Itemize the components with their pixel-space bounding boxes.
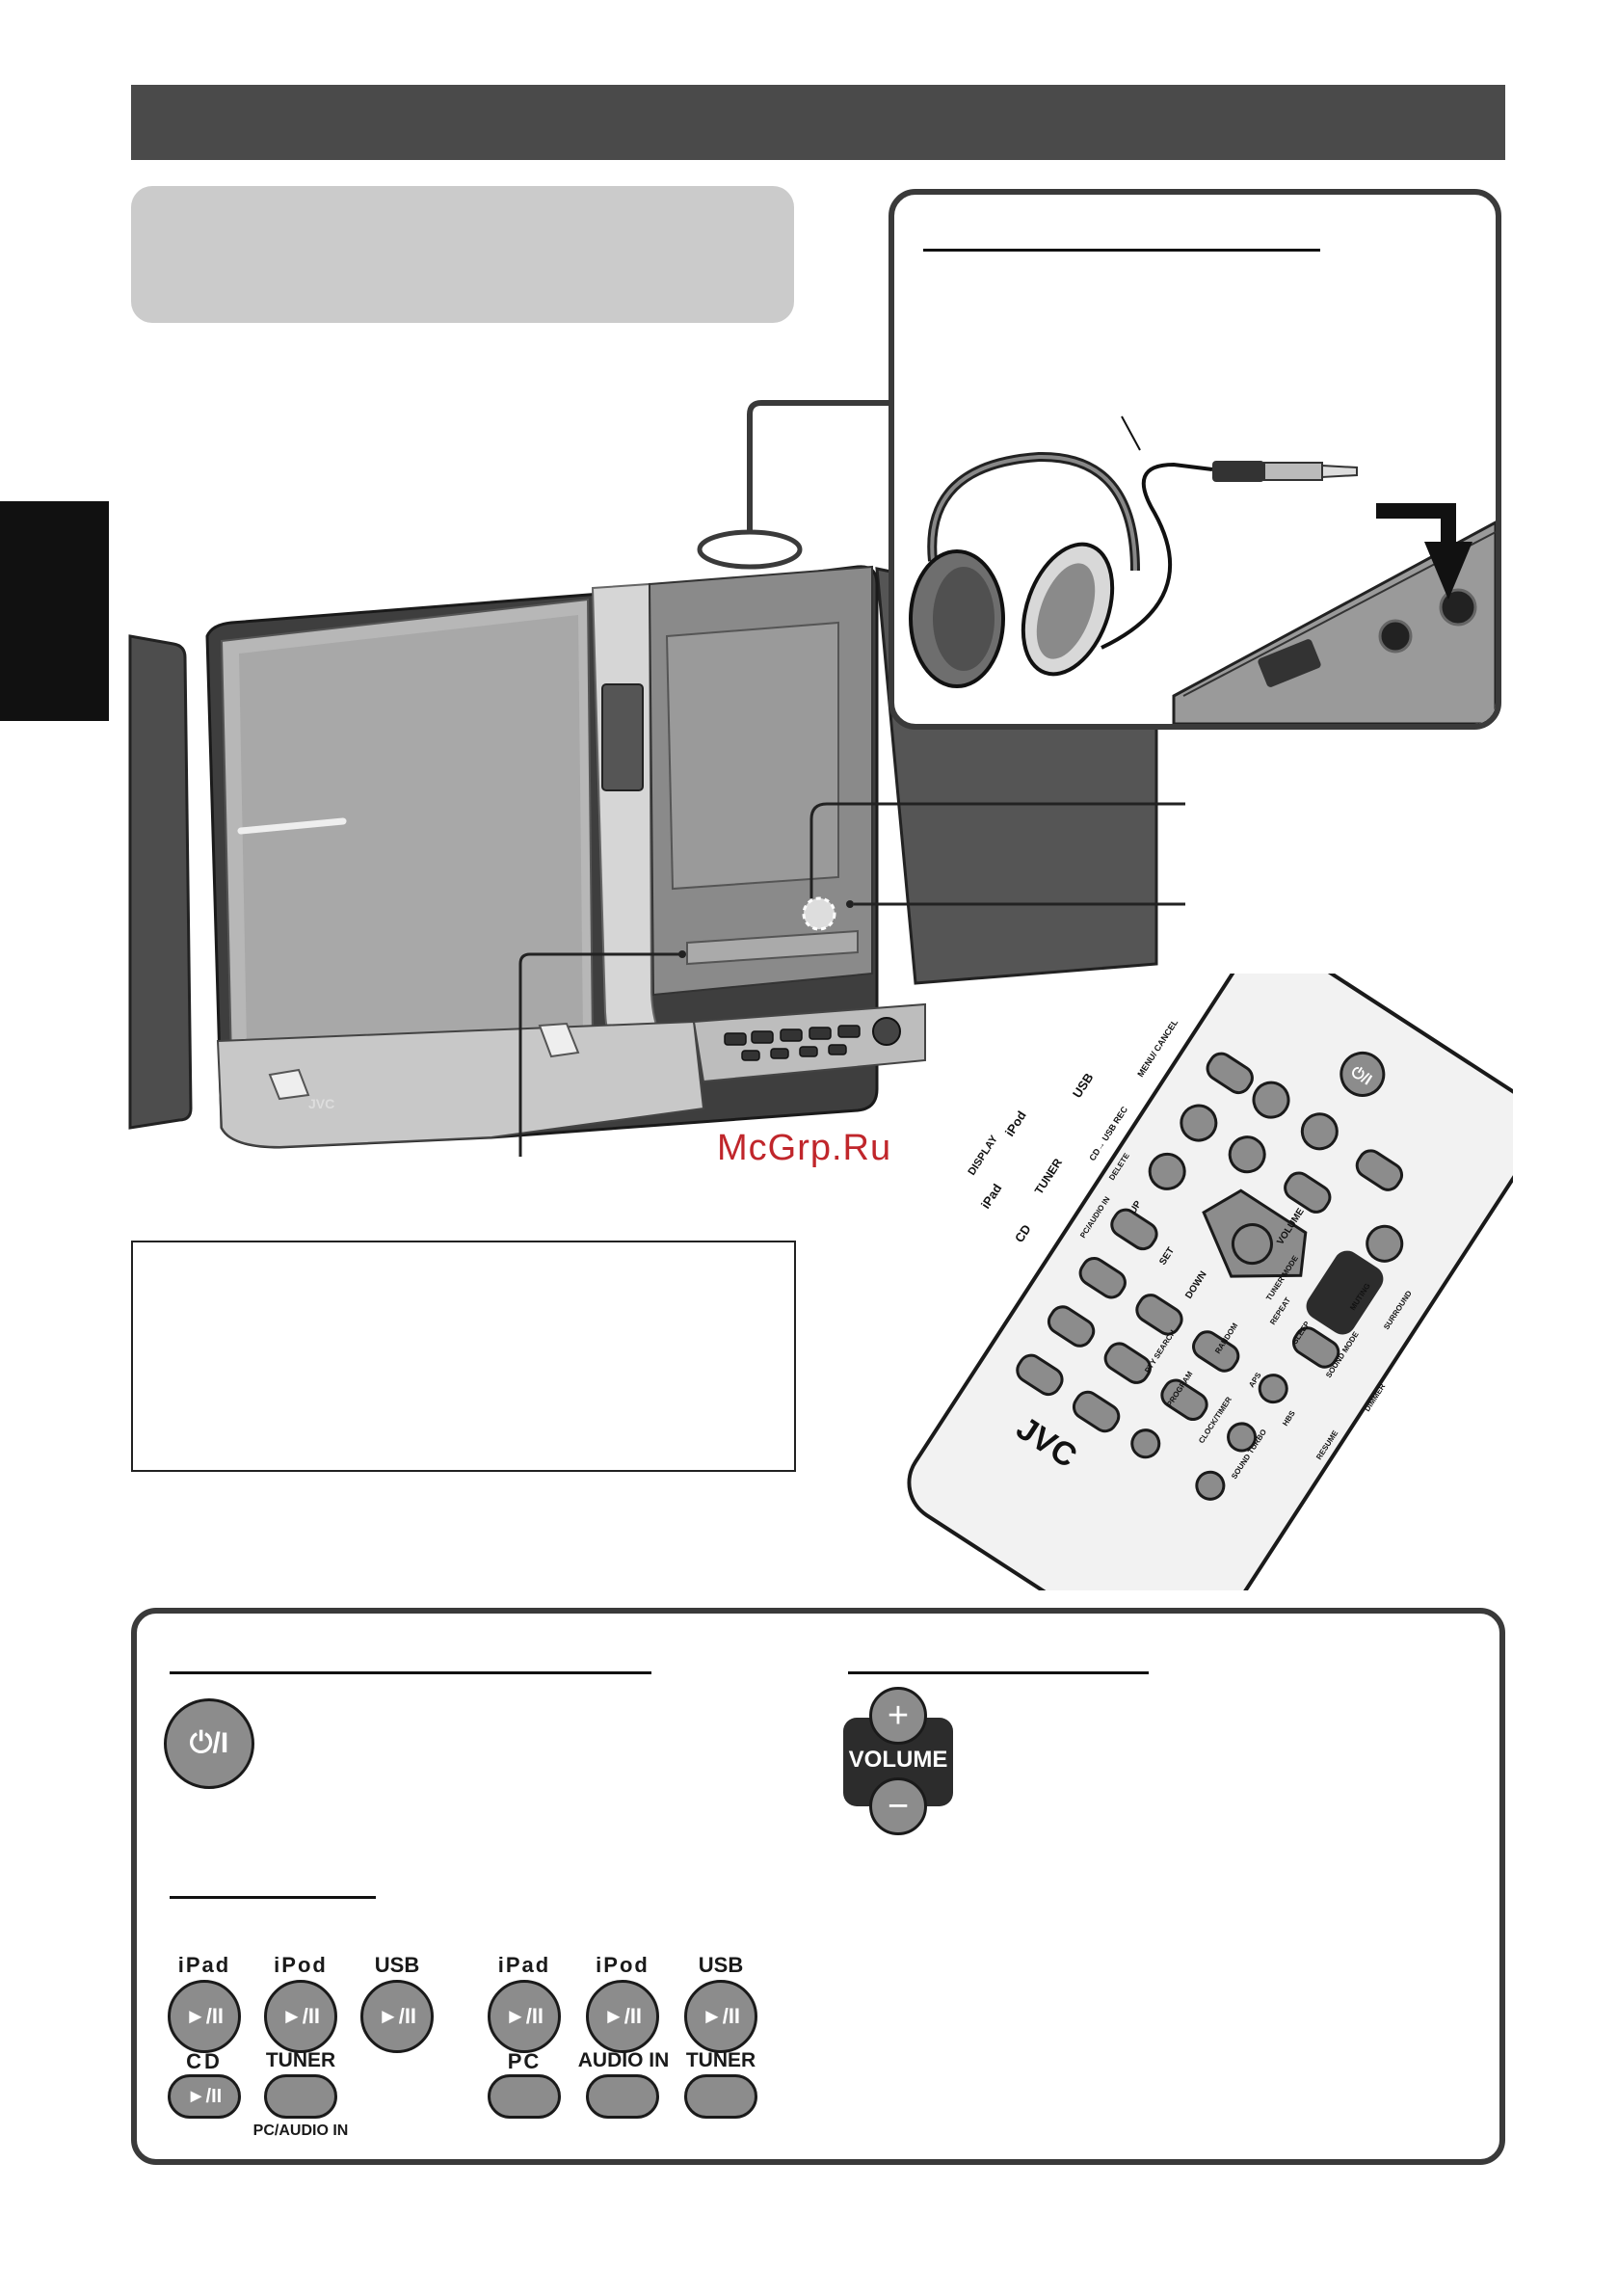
- right-tuner-button[interactable]: [684, 2074, 757, 2119]
- headphone-plug: [1212, 461, 1264, 482]
- right-label-tuner: TUNER: [685, 2049, 756, 2071]
- volume-label: VOLUME: [848, 1747, 948, 1773]
- remote-control: ⏻/I JVC DISPLAY iPod USB iPad TUNER CD M…: [907, 974, 1513, 1590]
- header-bar: [131, 85, 1505, 160]
- left-cd-play-pause-button[interactable]: ►/II: [168, 2074, 241, 2119]
- control-panel: [692, 1002, 926, 1083]
- play-pause-icon: ►/II: [602, 2004, 643, 2028]
- right-pc-button[interactable]: [488, 2074, 561, 2119]
- right-label-ipod: iPod: [596, 1953, 650, 1977]
- left-usb-play-pause-button[interactable]: ►/II: [360, 1980, 434, 2053]
- right-label-usb: USB: [698, 1953, 744, 1977]
- callout-heading-underline: [923, 249, 1320, 252]
- insert-arrow-icon: [1424, 542, 1472, 600]
- play-pause-icon: ►/II: [504, 2004, 544, 2028]
- power-icon: ⏻/I: [189, 1727, 229, 1759]
- volume-heading-underline: [848, 1671, 1149, 1674]
- volume-down-button[interactable]: −: [869, 1777, 927, 1835]
- right-label-ipad: iPad: [497, 1953, 551, 1977]
- button-reference-panel: ⏻/I + − VOLUME iPad iPod USB ►/II ►/II ►…: [131, 1608, 1505, 2165]
- remote-label-usb: USB: [1070, 1070, 1097, 1100]
- section-tab: [0, 501, 109, 721]
- watermark-text: McGrp.Ru: [717, 1128, 892, 1168]
- phones-jack: [1439, 588, 1477, 627]
- play-pause-icon: ►/II: [186, 2085, 223, 2107]
- play-pause-icon: ►/II: [377, 2004, 417, 2028]
- device-brand-logo: JVC: [308, 1096, 334, 1111]
- right-audio-in-button[interactable]: [586, 2074, 659, 2119]
- right-ipod-play-pause-button[interactable]: ►/II: [586, 1980, 659, 2053]
- left-ipod-play-pause-button[interactable]: ►/II: [264, 1980, 337, 2053]
- remote-label-cd: CD: [1012, 1222, 1034, 1245]
- note-box: [131, 1241, 796, 1472]
- remote-label-ipod: iPod: [1002, 1108, 1029, 1139]
- audio-in-jack: [1378, 619, 1413, 654]
- headphone-jack-highlight: [697, 529, 803, 570]
- right-usb-play-pause-button[interactable]: ►/II: [684, 1980, 757, 2053]
- volume-up-button[interactable]: +: [869, 1687, 927, 1745]
- source-heading-underline: [170, 1896, 376, 1899]
- left-speaker: [128, 634, 193, 1130]
- play-pause-icon: ►/II: [280, 2004, 321, 2028]
- headphone-callout: [889, 189, 1501, 730]
- remote-sensor: [802, 896, 836, 931]
- left-label-tuner: TUNER: [265, 2049, 336, 2071]
- remote-label-tuner: TUNER: [1032, 1156, 1065, 1197]
- remote-label-ipad: iPad: [978, 1181, 1005, 1211]
- left-label-cd: CD: [186, 2049, 223, 2073]
- play-pause-icon: ►/II: [184, 2004, 225, 2028]
- remote-label-display: DISPLAY: [966, 1133, 1000, 1177]
- left-tuner-button[interactable]: [264, 2074, 337, 2119]
- intro-box: [131, 186, 794, 323]
- power-heading-underline: [170, 1671, 651, 1674]
- left-ipad-play-pause-button[interactable]: ►/II: [168, 1980, 241, 2053]
- usb-port-icon: [1258, 639, 1321, 687]
- left-label-ipod: iPod: [274, 1953, 328, 1977]
- play-pause-icon: ►/II: [701, 2004, 741, 2028]
- left-label-pc-audio-in: PC/AUDIO IN: [252, 2122, 349, 2139]
- display-window: [665, 621, 839, 891]
- left-label-usb: USB: [374, 1953, 420, 1977]
- left-label-ipad: iPad: [177, 1953, 231, 1977]
- display-strip: [686, 929, 859, 966]
- headphone-illustration: [909, 415, 1496, 724]
- right-label-pc: PC: [507, 2049, 542, 2073]
- power-button[interactable]: ⏻/I: [164, 1698, 254, 1789]
- right-label-audio-in: AUDIO IN: [577, 2049, 670, 2071]
- right-ipad-play-pause-button[interactable]: ►/II: [488, 1980, 561, 2053]
